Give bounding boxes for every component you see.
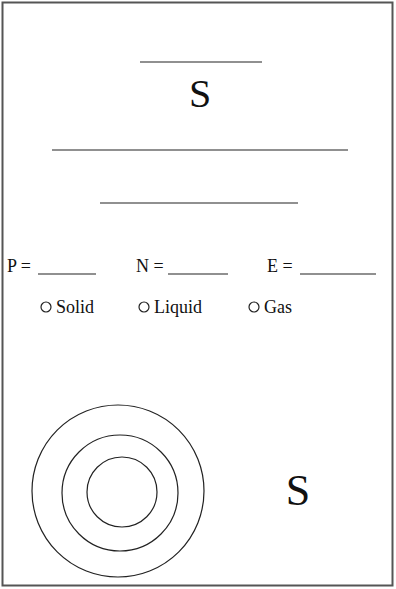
blank-line — [38, 273, 96, 274]
blank-line — [52, 149, 348, 150]
blank-line — [100, 202, 298, 203]
option-label: Gas — [264, 298, 292, 316]
field-label: N = — [136, 257, 164, 275]
element-symbol: S — [189, 74, 211, 114]
electron-shell — [32, 405, 204, 577]
element-symbol: S — [286, 469, 310, 513]
radio-button — [249, 302, 259, 312]
blank-line — [300, 273, 376, 274]
radio-button — [139, 302, 149, 312]
card-border — [3, 3, 393, 586]
field-label: E = — [267, 257, 293, 275]
electron-shell — [62, 435, 178, 551]
blank-line — [168, 273, 228, 274]
radio-button — [41, 302, 51, 312]
field-label: P = — [7, 257, 31, 275]
blank-line — [140, 61, 262, 62]
option-label: Liquid — [154, 298, 202, 316]
electron-shell — [87, 457, 157, 527]
option-label: Solid — [56, 298, 94, 316]
